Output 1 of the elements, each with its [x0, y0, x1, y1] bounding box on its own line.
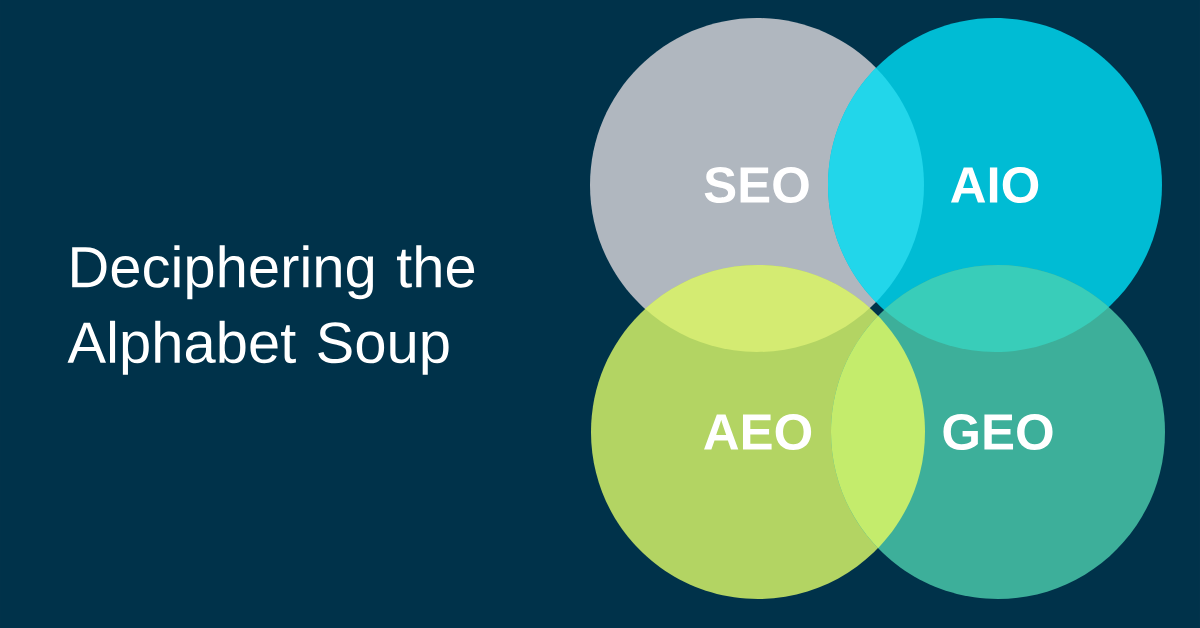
title: Deciphering the Alphabet Soup — [67, 245, 475, 375]
